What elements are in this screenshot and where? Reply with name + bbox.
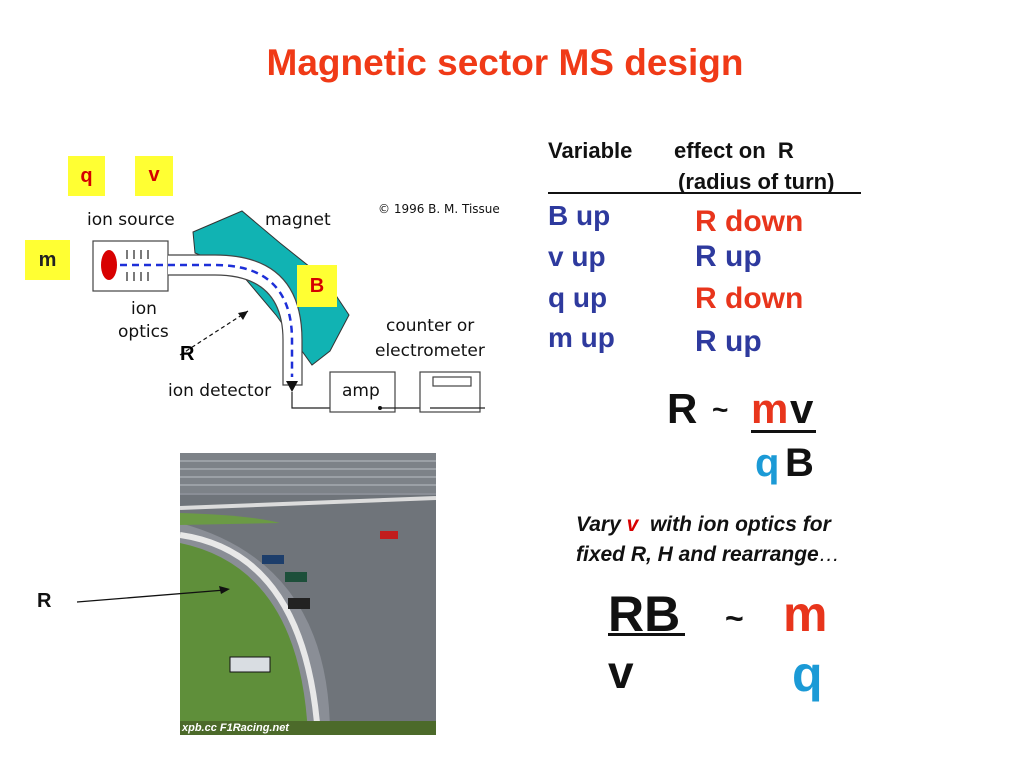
ion-label: ion: [131, 299, 157, 319]
copyright-label: © 1996 B. M. Tissue: [378, 202, 500, 216]
grandstand-rows: [180, 460, 436, 486]
ion-detector-label: ion detector: [168, 381, 272, 401]
optics-label: optics: [118, 322, 169, 342]
radius-arrowhead: [238, 311, 248, 320]
watermark-band: [180, 721, 436, 735]
formula2-q: q: [792, 646, 823, 702]
ion-beam: [120, 263, 294, 377]
race-car: [288, 598, 310, 609]
formula2-den: v: [608, 646, 634, 698]
amp-label: amp: [342, 381, 380, 401]
slide-title: Magnetic sector MS design: [266, 42, 744, 83]
m-box: m: [25, 240, 70, 280]
B-label: B: [309, 275, 325, 297]
formula1-q: q: [755, 441, 780, 485]
outer-grass: [180, 513, 280, 525]
formula1-v: v: [790, 385, 814, 432]
ion-source-dot: [101, 250, 117, 280]
detector-wire: [291, 392, 330, 409]
row-effect: R up: [695, 240, 762, 273]
row-effect: R down: [695, 282, 804, 315]
formula2-fraction-bar: [608, 633, 685, 636]
formula2-m: m: [783, 586, 828, 642]
race-car: [285, 572, 307, 582]
photo-R-arrow: [76, 586, 230, 603]
ion-detector-symbol: [286, 381, 298, 392]
row-variable: v up: [548, 241, 606, 272]
row-effect: R down: [695, 205, 804, 238]
ion-source-label: ion source: [87, 210, 175, 230]
v-label: v: [148, 164, 160, 186]
formula2-num: RB: [608, 586, 681, 642]
note-v: v: [626, 513, 639, 536]
photo-watermark: xpb.cc F1Racing.net: [182, 722, 289, 734]
track-wall: [180, 532, 321, 735]
q-label: q: [80, 165, 93, 187]
diagram-R-label: R: [180, 343, 195, 365]
header-effect: effect on R: [674, 138, 794, 163]
grandstand: [180, 453, 436, 493]
counter-display: [432, 376, 472, 387]
formula1-fraction-bar: [751, 430, 816, 433]
B-box: B: [297, 265, 337, 307]
header-variable: Variable: [548, 138, 633, 163]
note-line2-text: fixed R, H and rearrange: [576, 543, 819, 566]
racetrack-photo: [180, 453, 436, 735]
row-variable: q up: [548, 282, 608, 313]
electrometer-label: electrometer: [375, 341, 485, 361]
ion-optics-plates: [126, 250, 149, 281]
header-rule: [548, 192, 861, 194]
formula2-tilde: ~: [725, 600, 744, 636]
formula1-tilde: ~: [712, 394, 729, 425]
photo-R-label: R: [37, 590, 52, 612]
race-car: [262, 555, 284, 564]
race-car: [229, 656, 271, 673]
note-ellipsis: …: [818, 543, 840, 566]
formula1-m: m: [751, 385, 789, 432]
race-car: [380, 531, 398, 539]
row-effect: R up: [695, 325, 762, 358]
amp-box: [329, 371, 396, 413]
note-rest: with ion optics for: [638, 513, 831, 536]
row-variable: B up: [548, 200, 611, 231]
note-line2: fixed R, H and rearrange…: [576, 543, 840, 567]
outer-wall: [180, 496, 436, 510]
header-sub: (radius of turn): [678, 169, 835, 194]
m-label: m: [38, 249, 57, 271]
note-line1: Vary v with ion optics for: [576, 513, 831, 537]
track-surface: [180, 495, 436, 735]
v-box: v: [135, 156, 173, 196]
flight-tube: [168, 254, 303, 386]
q-box: q: [68, 156, 105, 196]
magnetic-sector-diagram: [92, 210, 485, 413]
formula1-B: B: [785, 441, 814, 485]
note-vary: Vary: [576, 513, 627, 536]
row-variable: m up: [548, 322, 615, 353]
counter-or-label: counter or: [386, 316, 475, 336]
magnet-label: magnet: [265, 210, 331, 230]
formula1-lhs: R: [667, 385, 698, 432]
wire-node: [378, 406, 382, 410]
